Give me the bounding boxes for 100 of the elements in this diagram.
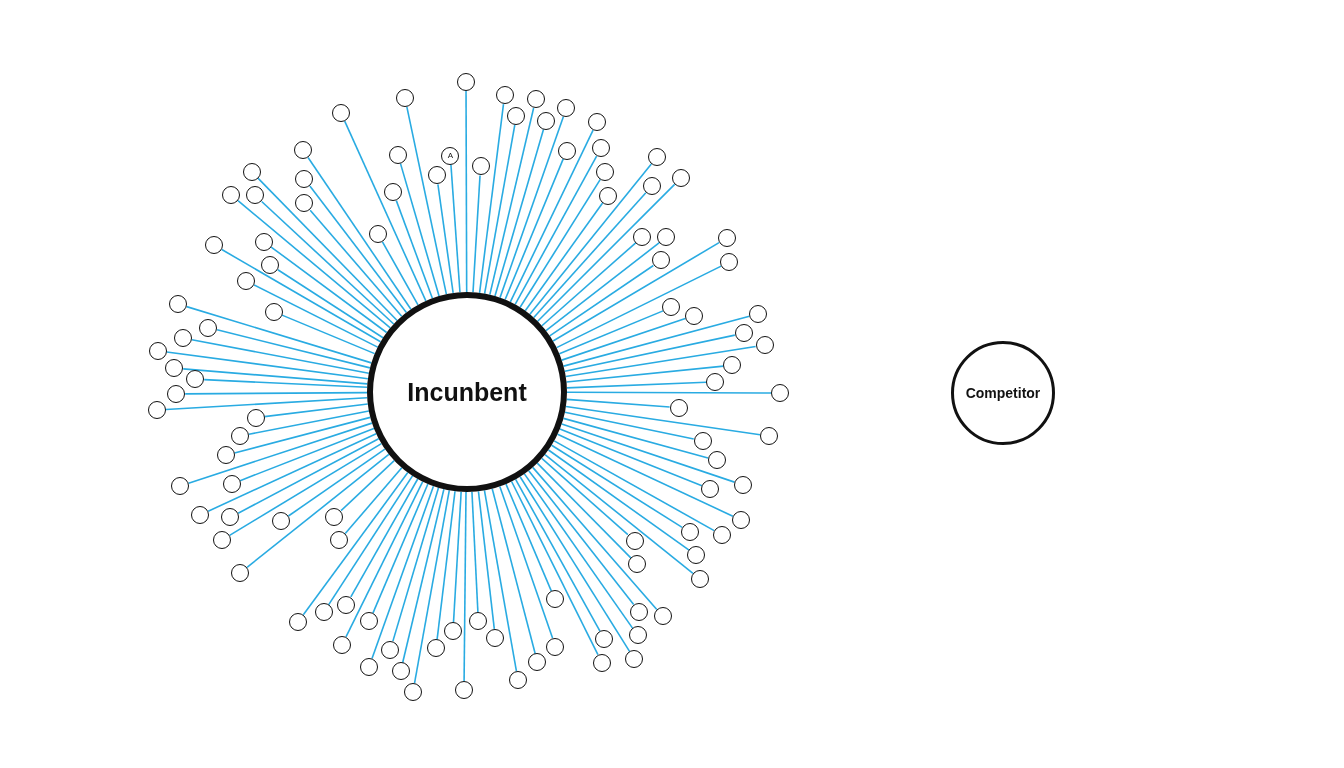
connector-line [233,416,372,454]
connector-line [413,489,451,684]
connector-line [471,491,479,613]
connector-line [478,103,505,294]
connector-line [465,90,468,293]
connector-line [327,475,414,606]
circle-node [720,253,739,272]
connector-line [544,453,694,575]
circle-node [294,141,312,159]
connector-line [565,398,671,408]
connector-line [228,442,383,537]
connector-line [514,478,601,632]
connector-line [237,199,392,329]
circle-node [199,318,218,337]
circle-node [337,595,356,614]
connector-line [564,411,695,440]
connector-line [270,246,388,334]
connector-line [565,365,725,383]
connector-line [553,440,715,532]
connector-line [541,242,637,327]
circle-node [221,508,240,527]
connector-line [450,163,461,294]
connector-line [509,129,594,303]
connector-line [499,485,554,639]
circle-node [546,637,565,656]
connector-line [558,310,664,355]
connector-line [564,334,736,373]
connector-line [523,473,634,629]
connector-line [514,155,598,306]
node-label: Incunbent [407,377,527,407]
connector-line [536,183,676,323]
circle-node [749,305,768,323]
circle-node [396,89,414,107]
connector-line [309,185,408,314]
connector-line [187,422,373,484]
connector-line [566,391,772,394]
connector-line [277,268,384,339]
connector-line [555,265,722,349]
connector-line [562,315,751,367]
connector-line [562,417,709,459]
connector-line [472,174,481,293]
circle-node [391,662,410,681]
connector-line [533,191,647,319]
connector-line [237,438,380,515]
circle-node [598,186,617,205]
connector-line [559,428,703,487]
circle-node [723,356,742,375]
circle-node [384,183,403,202]
circle-node [261,255,280,274]
connector-line [483,124,516,295]
circle-node [222,185,241,204]
circle-node [545,590,564,609]
circle-node [588,113,606,131]
circle-node [369,224,388,243]
circle-node [314,603,333,622]
connector-line [519,475,631,653]
circle-node [701,480,720,499]
connector-line [437,183,454,294]
circle-node [167,384,186,403]
node-label: Competitor [965,385,1041,401]
circle-node [455,681,473,699]
connector-line [545,241,661,332]
circle-node [536,111,555,130]
connector-line [185,305,373,364]
connector-line [452,491,462,624]
circle-node [713,526,731,544]
circle-node [403,683,422,701]
connector-line [260,200,395,325]
connector-line [483,489,518,672]
node-label: A [447,151,453,161]
connector-line [343,120,427,302]
circle-node [186,370,205,389]
circle-node [693,431,712,450]
connector-line [184,391,368,395]
circle-node [289,613,307,631]
connector-line [350,478,419,598]
circle-node [592,653,611,672]
circle-node [272,512,291,531]
circle-node [755,336,774,355]
circle-node [148,341,167,360]
circle-node [231,426,250,445]
circle-node [171,477,189,495]
connector-line [191,338,370,375]
circle-node [332,104,350,122]
circle-node [625,531,644,550]
circle-node [734,324,753,343]
circle-node [231,564,249,582]
circle-node [662,298,681,317]
circle-node [360,612,379,631]
circle-node [242,162,261,181]
connector-line [281,314,376,355]
circle-node [760,427,778,445]
circle-node [625,650,644,669]
connector-line [302,471,409,616]
circle-node [557,141,576,160]
circle-node [174,329,192,347]
circle-node [771,384,789,402]
circle-node [734,476,752,494]
circle-node [333,636,351,654]
circle-node [212,530,231,549]
